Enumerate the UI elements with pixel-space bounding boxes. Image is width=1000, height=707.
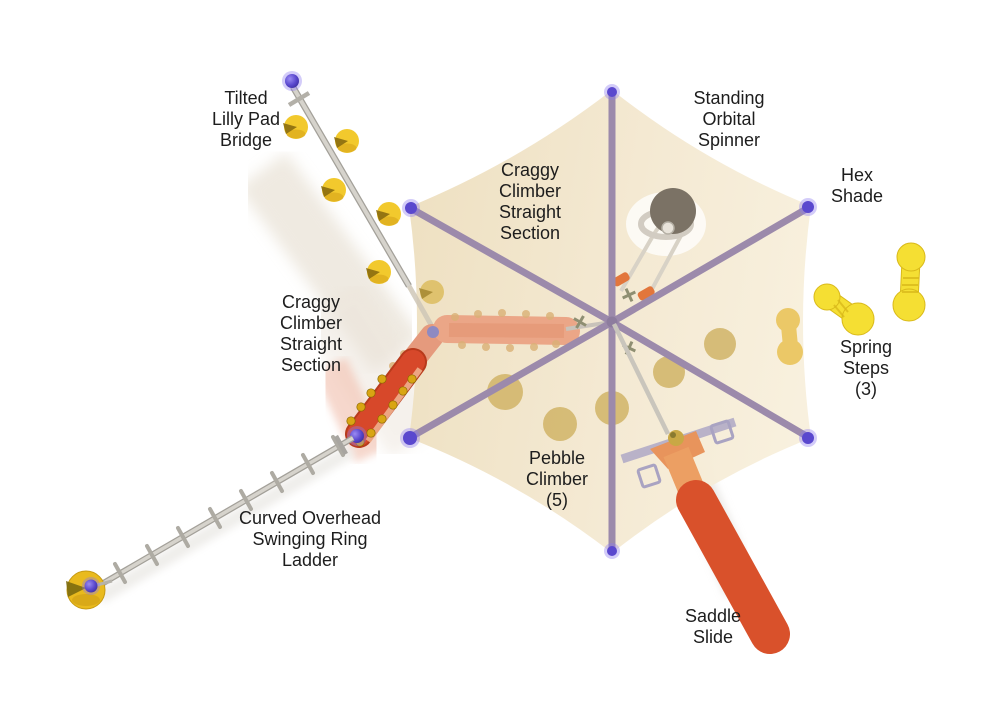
label-pebble-climber: Pebble Climber (5) xyxy=(525,448,589,510)
spinner-pad xyxy=(612,272,630,287)
bridge-rail-muted xyxy=(406,284,437,332)
ladder-shadow xyxy=(96,443,356,604)
slide-handle xyxy=(636,463,662,489)
standing-orbital-spinner xyxy=(612,188,706,301)
lilly-pad xyxy=(366,260,391,284)
slide-pole xyxy=(611,323,671,435)
climber-joint xyxy=(427,326,439,338)
spring-step xyxy=(813,283,875,336)
swinging-ring-ladder xyxy=(66,434,355,610)
pebble xyxy=(487,374,523,410)
slide-chute xyxy=(676,480,790,654)
ladder-link xyxy=(96,579,113,587)
climber-body xyxy=(347,350,425,446)
slide-hub-mark xyxy=(670,432,676,438)
salmon-climber-core xyxy=(448,323,565,338)
shade-shadow xyxy=(300,281,450,459)
beam-lower-left xyxy=(407,318,616,441)
label-saddle-slide: Saddle Slide xyxy=(684,606,742,647)
lilly-pad-under-shade xyxy=(419,280,444,304)
slide-seat xyxy=(650,431,705,469)
label-standing-orbital-spinner: Standing Orbital Spinner xyxy=(693,88,765,150)
label-curved-overhead-swinging-ring-ladder: Curved Overhead Swinging Ring Ladder xyxy=(238,508,382,570)
bridge-rail-top xyxy=(291,85,411,288)
beam-lower-right xyxy=(608,318,812,441)
craggy-climber-red xyxy=(345,326,439,448)
slide-handle xyxy=(709,419,735,445)
lilly-pad xyxy=(376,202,401,226)
ladder-rungs xyxy=(113,435,345,584)
lilly-pad xyxy=(283,115,308,139)
label-craggy-climber-left: Craggy Climber Straight Section xyxy=(279,292,343,375)
pebble xyxy=(704,328,736,360)
lilly-pad xyxy=(334,129,359,153)
spring-step xyxy=(892,242,926,322)
slide-hub xyxy=(668,430,684,446)
label-spring-steps: Spring Steps (3) xyxy=(839,337,893,399)
beam-caps xyxy=(400,84,817,559)
spinner-disc xyxy=(650,188,696,234)
spinner-hub xyxy=(661,221,675,235)
saddle-slide xyxy=(611,323,790,654)
clamp xyxy=(622,288,636,302)
ladder-disc-notch xyxy=(66,581,86,597)
spring-steps xyxy=(813,242,926,336)
lilly-pads xyxy=(283,115,401,284)
label-tilted-lilly-pad-bridge: Tilted Lilly Pad Bridge xyxy=(211,88,281,150)
beam-upper-right xyxy=(608,204,812,326)
lilly-pad xyxy=(321,178,346,202)
spinner-pad xyxy=(637,286,655,301)
ladder-rail-top xyxy=(99,436,354,587)
ladder-cap xyxy=(84,579,98,593)
bridge-cap xyxy=(285,74,299,88)
spring-step-under-shade xyxy=(776,308,803,365)
ladder-tbar xyxy=(334,434,348,456)
tilted-lilly-pad-bridge xyxy=(282,71,412,288)
beam-upper-left xyxy=(408,205,616,326)
hex-shade-beams xyxy=(407,90,812,554)
label-craggy-climber-upper: Craggy Climber Straight Section xyxy=(498,160,562,243)
clamp xyxy=(573,315,587,329)
pebble xyxy=(543,407,577,441)
label-hex-shade: Hex Shade xyxy=(830,165,884,206)
bridge-tbar xyxy=(287,91,311,107)
ladder-disc-rim xyxy=(72,594,100,606)
salmon-climber-studs xyxy=(451,309,560,352)
